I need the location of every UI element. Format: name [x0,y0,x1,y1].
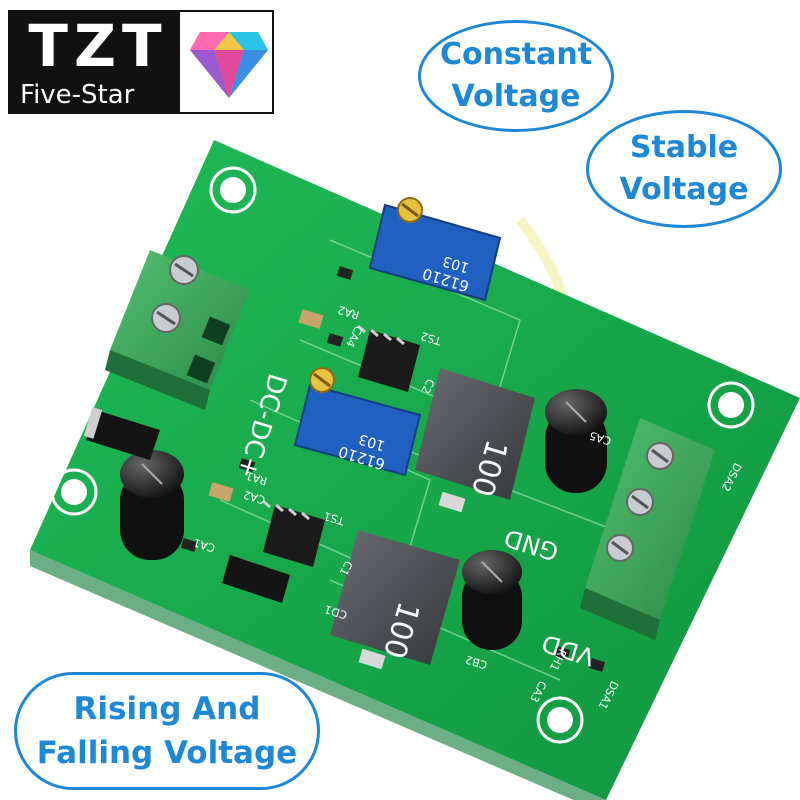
smd-diode [222,555,290,603]
brand-logo: TZT Five-Star [8,10,274,114]
power-inductor: 100 [415,368,535,513]
smd-diode [83,407,160,460]
trimmer-potentiometer: 61210 103 [368,197,502,302]
electrolytic-capacitor [545,389,607,493]
silk-ca2: CA2 [242,488,267,507]
callout-stable-voltage: Stable Voltage [586,110,782,228]
callout-line: Voltage [619,172,749,207]
silk-ca5: CA5 [588,429,613,448]
silk-ts1: TS1 [322,509,347,528]
silk-ca1: CA1 [192,536,217,555]
silk-c2: C2 [419,377,437,396]
electrolytic-capacitor [462,550,522,650]
smd-resistor [180,266,606,672]
mounting-hole [50,468,98,516]
mounting-hole [536,696,584,744]
callout-rising-falling-voltage: Rising And Falling Voltage [14,672,320,790]
output-terminal-block [580,418,715,640]
ic-chip [357,324,420,392]
ic-chip [262,499,325,567]
callout-line: Stable [629,130,739,165]
mounting-hole [707,381,755,429]
silk-ra2: RA2 [336,303,361,322]
silk-cd1: CD1 [323,602,349,621]
diamond-icon [190,32,268,98]
electrolytic-capacitor [120,450,184,560]
smd-capacitor [208,309,324,502]
power-inductor: 100 [330,530,460,670]
callout-line: Falling Voltage [36,735,298,771]
trimmer-potentiometer: 61210 103 [293,367,422,477]
callout-line: Rising And [73,691,261,727]
pot-code: 103 [441,252,471,275]
input-terminal-block [105,250,250,410]
callout-constant-voltage: Constant Voltage [418,20,614,132]
silk-ts2: TS2 [419,329,444,348]
callout-line: Constant [439,37,593,72]
mounting-hole [209,166,257,214]
silk-c1: C1 [337,559,355,578]
pot-code: 103 [357,430,387,453]
callout-line: Voltage [451,79,581,114]
silk-cb2: CB2 [464,653,489,672]
logo-background [10,12,180,112]
silk-ra1: RA1 [244,469,269,488]
logo-title: TZT [28,12,168,80]
logo-subtitle: Five-Star [20,80,135,110]
